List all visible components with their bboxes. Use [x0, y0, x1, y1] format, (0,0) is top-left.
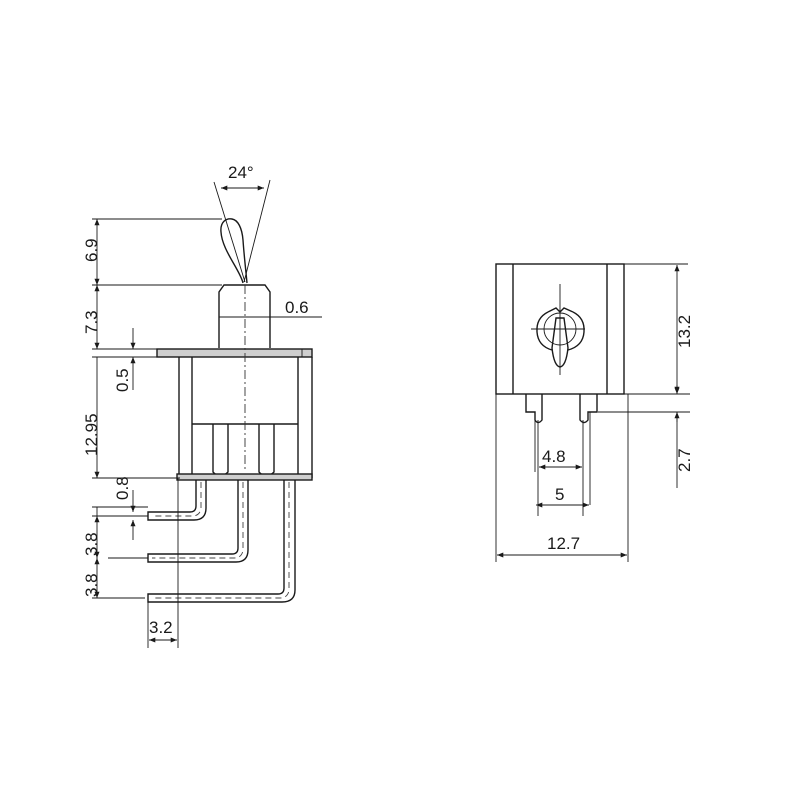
- dim-plate-thickness: 0.5: [113, 368, 132, 392]
- mounting-plate: [156, 348, 313, 358]
- dim-bushing-height: 7.3: [82, 310, 101, 334]
- dim-bushing-offset: 0.6: [285, 298, 309, 317]
- dim-tab-spacing: 5: [555, 485, 564, 504]
- dim-inner-spacing: 4.8: [542, 447, 566, 466]
- dim-pin-pitch-1: 3.8: [82, 532, 101, 556]
- dim-body-height: 12.95: [82, 413, 101, 456]
- dim-front-body-height: 13.2: [675, 315, 694, 348]
- dim-pin-thickness: 0.8: [113, 476, 132, 500]
- bushing: [218, 284, 271, 348]
- pin-1: [147, 480, 207, 521]
- side-view: 24°: [82, 163, 322, 648]
- front-view: 13.2 2.7 4.8 5 12.7: [495, 263, 694, 562]
- lever-angle-lines: 24°: [213, 163, 271, 283]
- dim-front-tab-height: 2.7: [675, 448, 694, 472]
- pin-2: [147, 480, 249, 563]
- dim-lever-height: 6.9: [82, 238, 101, 262]
- pin-3: [147, 480, 296, 603]
- front-body: [495, 263, 625, 395]
- front-toggle: [531, 284, 585, 375]
- switch-body: [176, 357, 313, 481]
- dim-pin-offset: 3.2: [149, 618, 173, 637]
- terminal-pins: [147, 480, 296, 603]
- dim-pin-pitch-2: 3.8: [82, 573, 101, 597]
- front-dimensions: 13.2 2.7 4.8 5 12.7: [495, 263, 694, 562]
- side-dimensions: 6.9 7.3 12.95 0.5 0.6 0.8 3.8: [82, 218, 322, 648]
- front-terminal-tabs: [525, 394, 598, 424]
- dim-front-body-width: 12.7: [547, 534, 580, 553]
- angle-label: 24°: [228, 163, 254, 182]
- toggle-lever: [220, 218, 248, 284]
